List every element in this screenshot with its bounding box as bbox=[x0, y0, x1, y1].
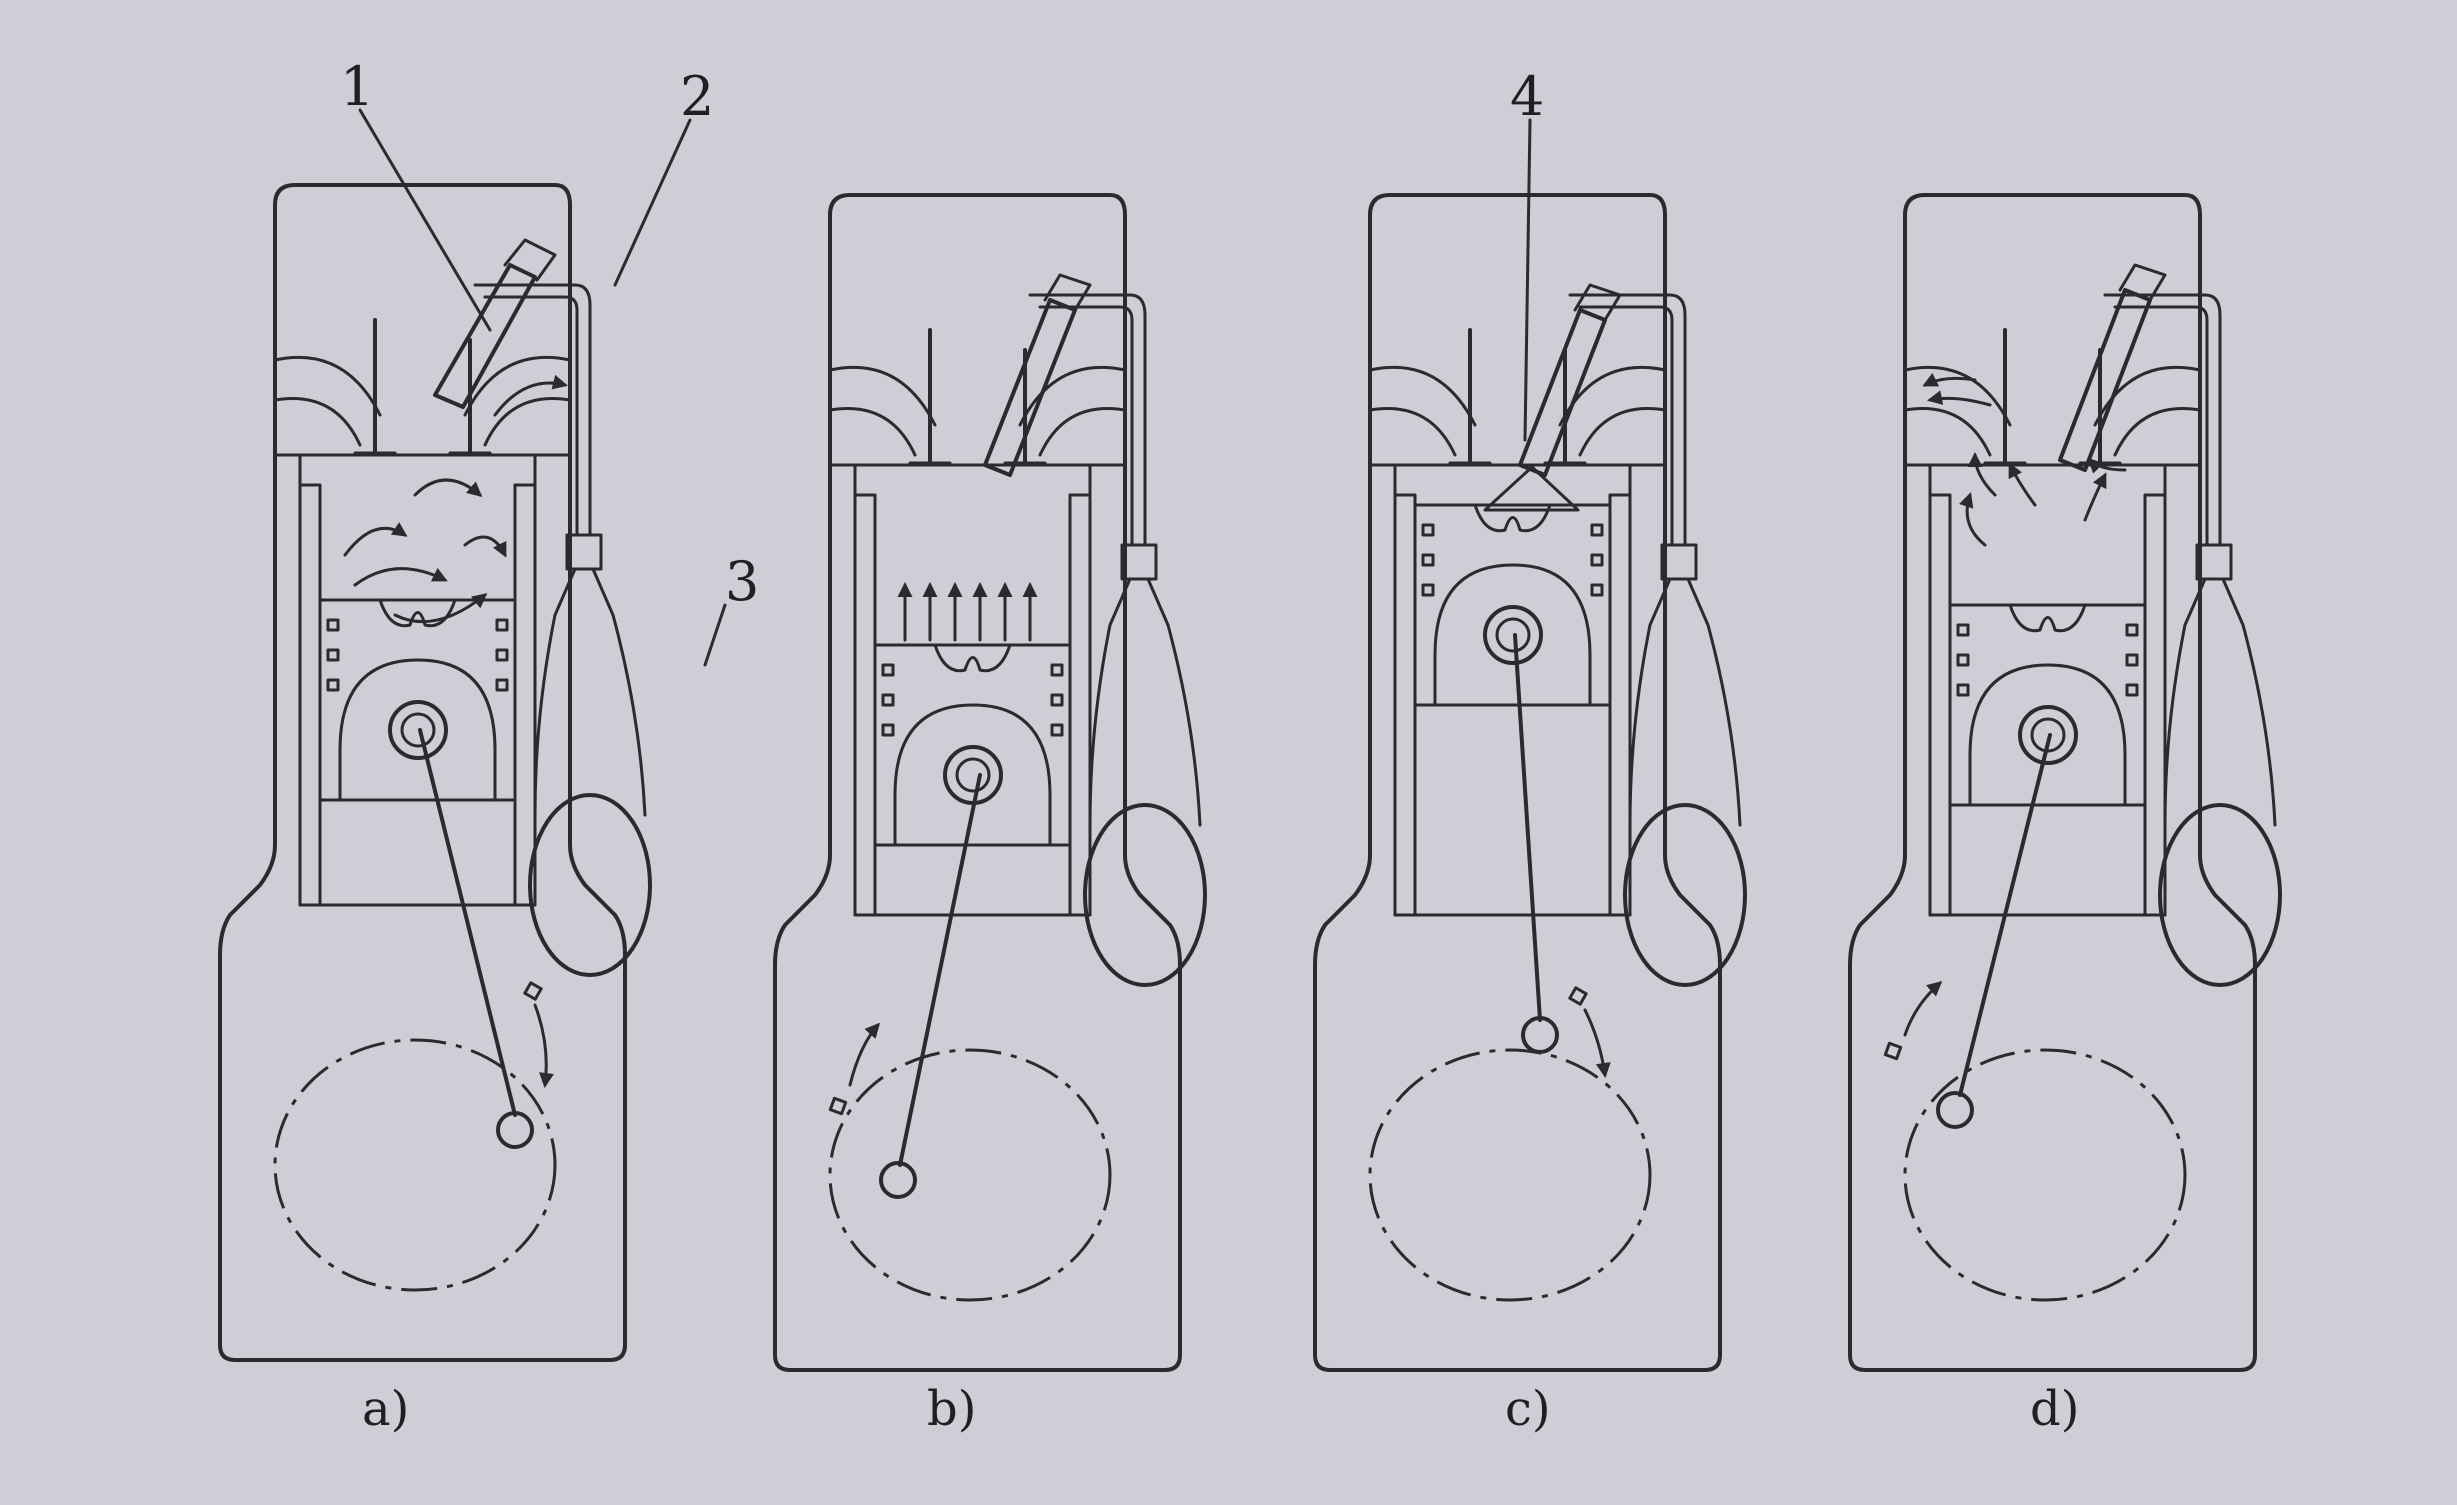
panel-c-combustion bbox=[1313, 193, 1747, 1372]
panel-a-intake bbox=[218, 183, 652, 1362]
panel-b-compression bbox=[773, 193, 1207, 1372]
panel-label-d: d) bbox=[2030, 1381, 2079, 1437]
panel-label-a: a) bbox=[362, 1381, 409, 1437]
part-number-3: 3 bbox=[725, 550, 759, 613]
part-number-1: 1 bbox=[340, 55, 374, 118]
panel-label-b: b) bbox=[927, 1381, 976, 1437]
panel-label-c: c) bbox=[1505, 1381, 1551, 1437]
leader-lines bbox=[358, 108, 1532, 667]
part-number-2: 2 bbox=[680, 65, 714, 128]
compression-arrows bbox=[897, 582, 1038, 642]
panel-d-exhaust bbox=[1848, 193, 2282, 1372]
part-number-4: 4 bbox=[1510, 65, 1544, 128]
